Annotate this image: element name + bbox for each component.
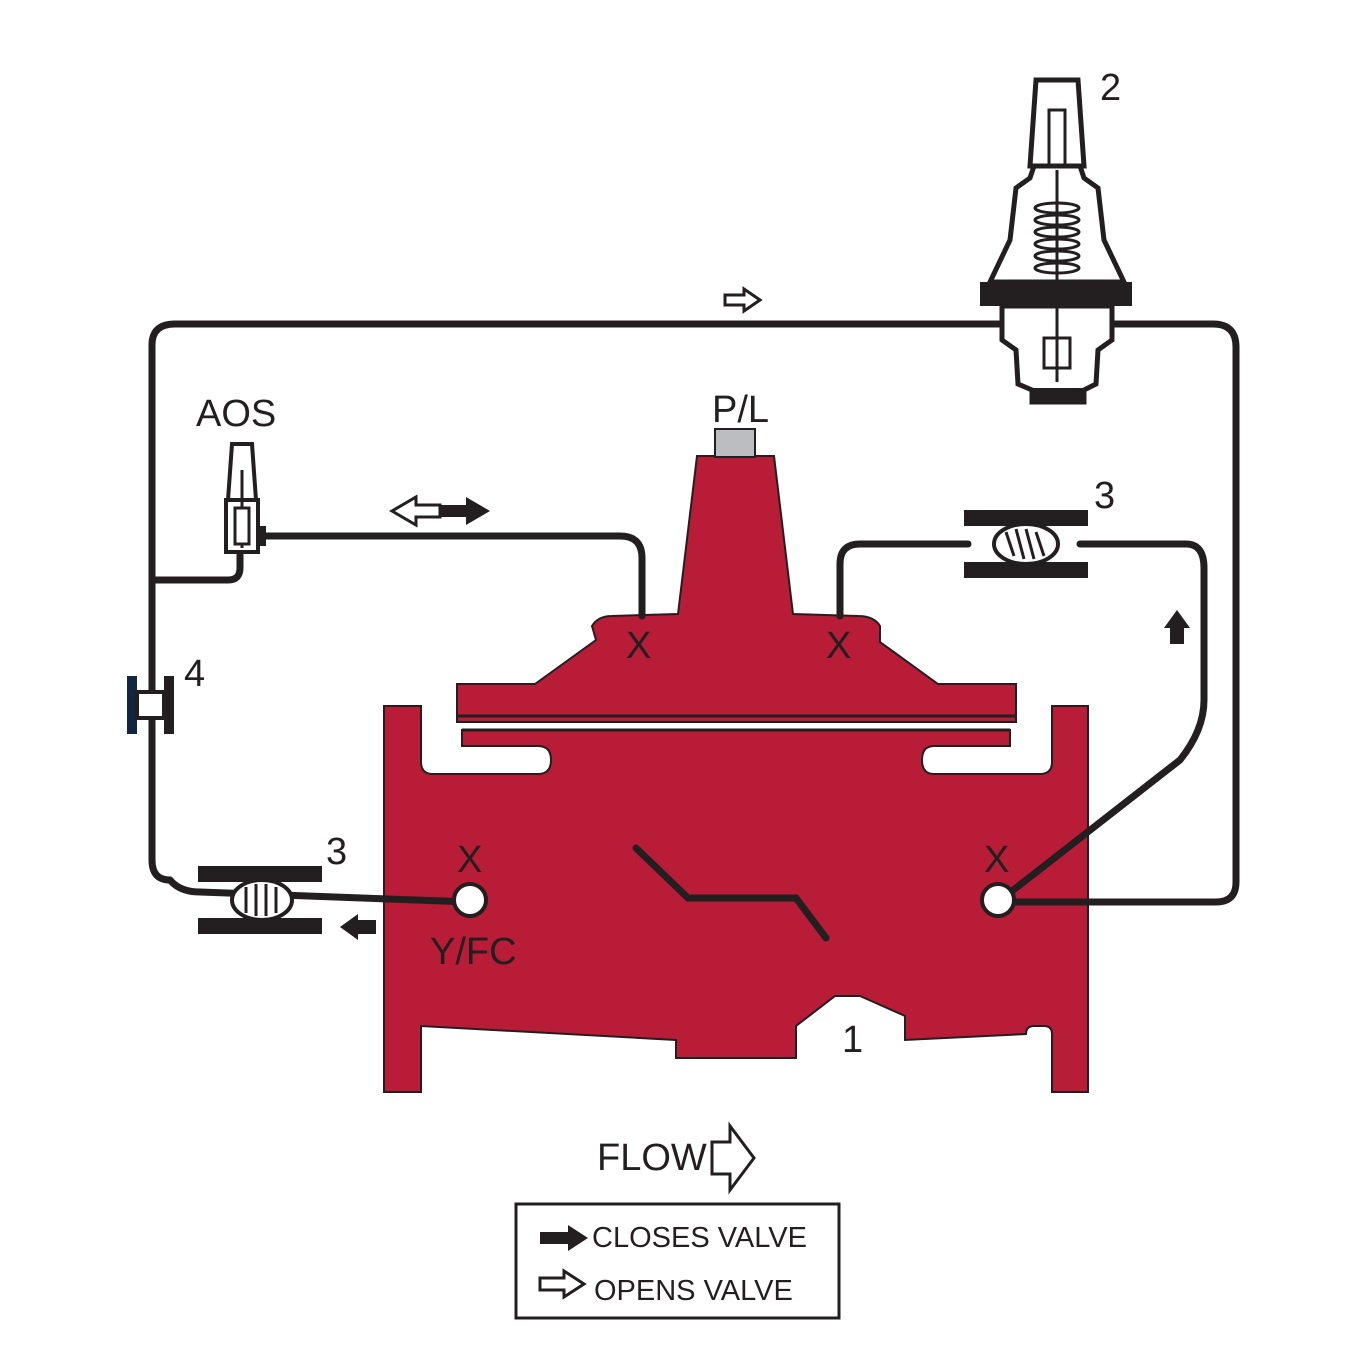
strainer-left-bottom-bar xyxy=(198,918,322,934)
tube-main-loop xyxy=(148,320,1240,906)
label-aos: AOS xyxy=(196,393,276,435)
closes-arrow-up xyxy=(1164,610,1190,644)
main-valve-bonnet xyxy=(456,455,1017,723)
strainer-right-bottom-bar xyxy=(964,562,1088,578)
pilot-base xyxy=(1032,388,1084,402)
pl-cap xyxy=(714,428,756,458)
label-port-inlet: X xyxy=(457,839,482,881)
strainer-right xyxy=(964,510,1088,578)
legend-box xyxy=(514,1202,841,1320)
strainer-left-top-bar xyxy=(198,866,322,882)
main-valve-body xyxy=(383,455,1089,1093)
flow-arrow-icon xyxy=(710,1121,756,1195)
tube-strainer-to-outlet xyxy=(994,540,1208,906)
cock-left-plate xyxy=(127,676,137,734)
label-pilot-number: 2 xyxy=(1100,67,1121,109)
legend-opens-label: OPENS VALVE xyxy=(594,1275,793,1307)
strainer-left-mesh xyxy=(244,884,278,916)
legend-opens-icon xyxy=(538,1268,587,1300)
isolation-cock xyxy=(127,676,174,734)
label-main-valve-number: 1 xyxy=(842,1019,863,1061)
tube-inlet-strainer xyxy=(166,876,474,906)
closes-arrow-right xyxy=(440,497,490,525)
aos-seat xyxy=(233,506,251,546)
strainer-left xyxy=(198,866,322,934)
cock-body xyxy=(135,690,166,720)
pilot-valve xyxy=(980,77,1132,405)
tube-bonnet-to-strainer xyxy=(836,540,972,620)
label-strainer-right-number: 3 xyxy=(1094,475,1115,517)
label-yfc: Y/FC xyxy=(430,931,517,973)
strainer-right-mesh xyxy=(1004,528,1046,560)
legend-closes-icon xyxy=(540,1225,588,1251)
label-port-top-right: X xyxy=(826,625,851,667)
tubing xyxy=(148,320,1240,906)
closes-arrow-left xyxy=(340,914,376,940)
aos-valve xyxy=(224,442,266,554)
aos-outlet-stub xyxy=(256,526,266,546)
label-flow: FLOW xyxy=(597,1137,707,1179)
opens-arrow-top xyxy=(723,286,763,314)
label-pressure-limiter: P/L xyxy=(712,389,769,431)
valve-seat-partition xyxy=(632,844,830,942)
tube-aos-to-bonnet xyxy=(254,532,646,620)
label-strainer-left-number: 3 xyxy=(326,831,347,873)
opens-arrow-left xyxy=(389,494,442,528)
label-port-outlet: X xyxy=(984,839,1009,881)
tube-riser-to-aos xyxy=(148,544,244,584)
label-cock-number: 4 xyxy=(184,653,205,695)
port-outlet-circle xyxy=(980,882,1016,918)
label-port-top-left: X xyxy=(626,625,651,667)
cock-right-plate xyxy=(164,676,174,734)
legend-closes-label: CLOSES VALVE xyxy=(592,1222,807,1254)
strainer-right-top-bar xyxy=(964,510,1088,526)
port-inlet-circle xyxy=(452,882,488,918)
strainer-left-screen xyxy=(230,878,294,922)
